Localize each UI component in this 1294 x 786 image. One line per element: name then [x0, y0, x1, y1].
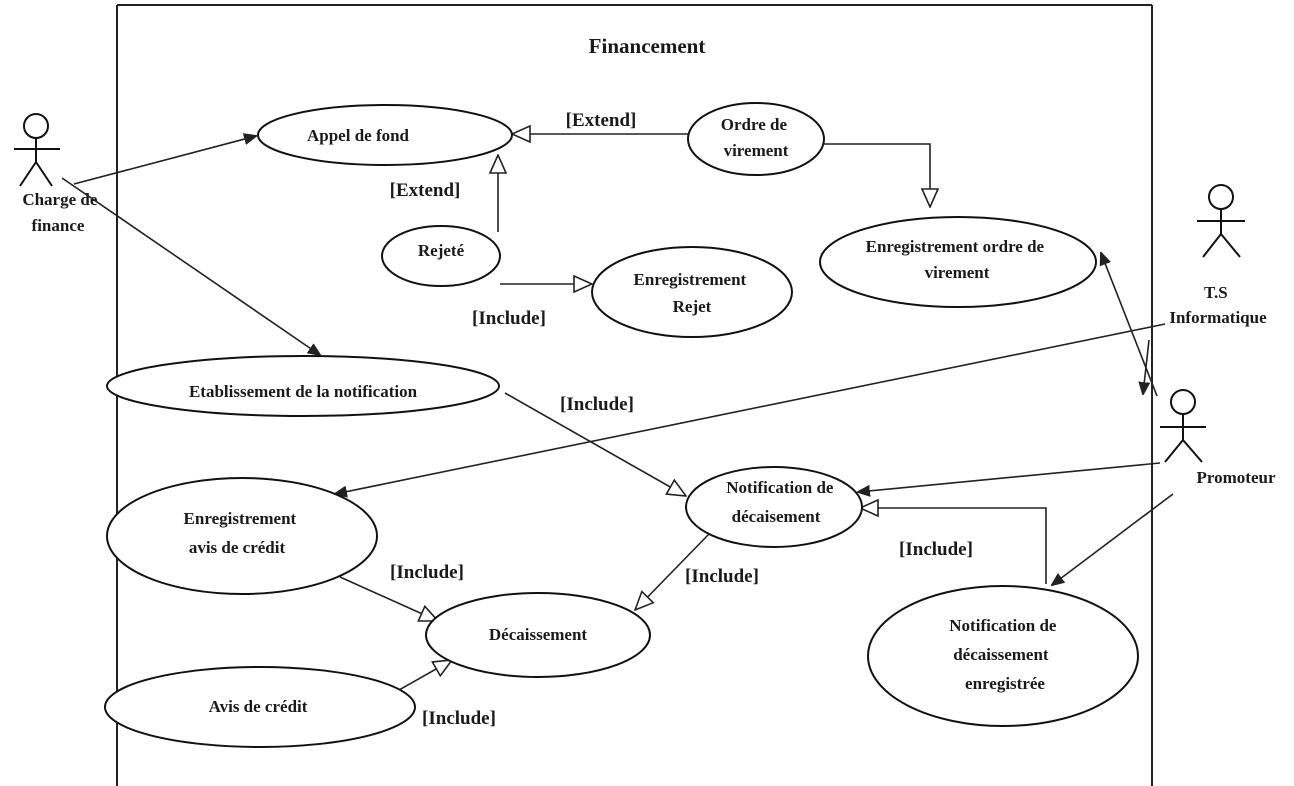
- use-case-label: Enregistrement: [184, 509, 297, 528]
- association-promoteur-notif: [858, 462, 1161, 492]
- include-notif-decaiss: [635, 532, 711, 610]
- use-case-label: avis de crédit: [189, 538, 286, 557]
- use-case-decaissement: Décaissement: [425, 592, 651, 678]
- actor-promoteur: Promoteur: [1160, 389, 1276, 487]
- include-enreg-avis-decaiss: [339, 576, 438, 621]
- association-promoteur-enreg-ordre: [1101, 253, 1158, 397]
- svg-text:Etablissement de la notificati: Etablissement de la notification: [189, 382, 418, 401]
- relations: [61, 134, 1174, 712]
- use-case-label: Notification de: [949, 616, 1057, 635]
- use-case-avis-de-credit: Avis de crédit: [104, 666, 416, 748]
- use-case-enregistrement-ordre-de-virement: Enregistrement ordre de virement: [819, 216, 1097, 308]
- association-ts-enreg-avis: [335, 323, 1166, 494]
- extend-label: [Extend]: [566, 110, 637, 131]
- actor-label: Informatique: [1169, 308, 1267, 327]
- use-case-label: Appel de fond: [307, 126, 410, 145]
- use-case-etablissement-notification: Etablissement de la notification: [106, 355, 500, 417]
- include-etab-notif: [504, 392, 686, 496]
- association-charge-etablissement: [61, 177, 320, 355]
- use-case-appel-de-fond: Appel de fond: [257, 104, 513, 166]
- include-notif-enreg: [860, 508, 1047, 584]
- svg-text:Appel de fond: Appel de fond: [307, 126, 410, 145]
- use-case-label: Etablissement de la notification: [189, 382, 418, 401]
- use-case-label: Ordre de: [721, 115, 788, 134]
- svg-text:Charge de finance: Charge de finance: [22, 190, 101, 235]
- use-case-label: Rejet: [673, 297, 712, 316]
- use-case-enregistrement-rejet: Enregistrement Rejet: [591, 246, 793, 338]
- use-case-label: virement: [724, 141, 789, 160]
- include-label: [Include]: [899, 539, 973, 560]
- actor-ts-informatique: T.S Informatique: [1169, 184, 1267, 327]
- use-case-notification-decaissement: Notification de décaisement: [685, 466, 863, 548]
- stick-figure-icon: [14, 113, 60, 187]
- use-case-label: Rejeté: [418, 241, 465, 260]
- svg-text:Enregistrement ordre de: Enregistrement ordre de virement: [866, 237, 1049, 282]
- use-case-notification-decaissement-enregistree: Notification de décaissement enregistrée: [867, 585, 1139, 727]
- include-label: [Include]: [472, 308, 546, 329]
- include-label: [Include]: [560, 394, 634, 415]
- svg-text:Avis de crédit: Avis de crédit: [209, 697, 308, 716]
- use-case-rejete: Rejeté: [381, 225, 501, 287]
- actor-charge-de-finance: Charge de finance: [14, 113, 101, 235]
- use-case-ordre-de-virement: Ordre de virement: [687, 102, 825, 176]
- association-charge-appel: [73, 136, 256, 185]
- svg-text:Notification de décaisem: Notification de décaisement: [726, 478, 837, 526]
- association-ts-promoteur: [1143, 339, 1149, 394]
- use-case-label: Enregistrement: [634, 270, 747, 289]
- svg-text:T.S Informatique: T.S Informatique: [1169, 283, 1267, 327]
- actor-label: T.S: [1204, 283, 1228, 302]
- svg-text:Rejeté: Rejeté: [418, 241, 465, 260]
- diagram-title: Financement: [589, 34, 706, 58]
- use-case-label: Décaissement: [489, 625, 588, 644]
- actor-label: Promoteur: [1197, 468, 1276, 487]
- stick-figure-icon: [1197, 184, 1245, 258]
- use-case-label: enregistrée: [965, 674, 1045, 693]
- svg-text:Notification de décaisse: Notification de décaissement enregistrée: [949, 616, 1060, 693]
- relation-labels: [Extend] [Extend] [Include] [Include] [I…: [390, 110, 973, 729]
- svg-text:Ordre de virement: Ordre de virement: [721, 115, 792, 160]
- svg-text:Enregistrement Rejet: Enregistrement Rejet: [634, 270, 751, 316]
- svg-text:Enregistrement avis de c: Enregistrement avis de crédit: [184, 509, 301, 557]
- association-promoteur-notif-enreg: [1052, 493, 1174, 585]
- svg-text:Décaissement: Décaissement: [489, 625, 588, 644]
- actor-label: Charge de: [22, 190, 98, 209]
- use-case-label: Enregistrement ordre de: [866, 237, 1045, 256]
- dependency-ordre-enregistrement: [824, 143, 930, 207]
- actor-label: finance: [32, 216, 85, 235]
- include-label: [Include]: [422, 708, 496, 729]
- use-case-label: décaissement: [953, 645, 1049, 664]
- use-case-enregistrement-avis-credit: Enregistrement avis de crédit: [106, 477, 378, 595]
- use-case-label: Avis de crédit: [209, 697, 308, 716]
- use-case-label: décaisement: [732, 507, 821, 526]
- extend-label: [Extend]: [390, 180, 461, 201]
- use-case-label: virement: [925, 263, 990, 282]
- use-case-label: Notification de: [726, 478, 834, 497]
- stick-figure-icon: [1160, 389, 1206, 463]
- include-label: [Include]: [685, 566, 759, 587]
- include-label: [Include]: [390, 562, 464, 583]
